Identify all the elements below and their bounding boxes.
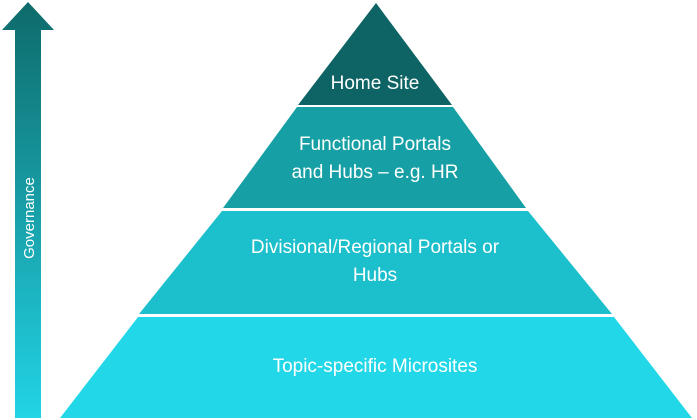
governance-arrow: Governance — [2, 2, 54, 418]
tier-functional-portals-label-line1: Functional Portals — [299, 134, 451, 155]
pyramid: Home Site Functional Portals and Hubs – … — [60, 3, 692, 418]
tier-topic-microsites: Topic-specific Microsites — [60, 317, 692, 418]
governance-arrow-shape — [2, 2, 54, 418]
tier-functional-portals-shape — [223, 107, 526, 208]
tier-divisional-portals: Divisional/Regional Portals or Hubs — [139, 211, 612, 314]
tier-home-site-shape — [298, 3, 452, 105]
tier-divisional-portals-label-line2: Hubs — [353, 265, 397, 286]
tier-home-site-label: Home Site — [331, 73, 420, 94]
tier-home-site: Home Site — [298, 3, 452, 105]
governance-label: Governance — [21, 177, 38, 259]
tier-divisional-portals-label-line1: Divisional/Regional Portals or — [251, 237, 500, 258]
tier-functional-portals: Functional Portals and Hubs – e.g. HR — [223, 107, 526, 208]
tier-topic-microsites-label: Topic-specific Microsites — [273, 356, 478, 377]
tier-functional-portals-label-line2: and Hubs – e.g. HR — [292, 162, 459, 183]
tier-topic-microsites-shape — [60, 317, 692, 418]
tier-divisional-portals-shape — [139, 211, 612, 314]
